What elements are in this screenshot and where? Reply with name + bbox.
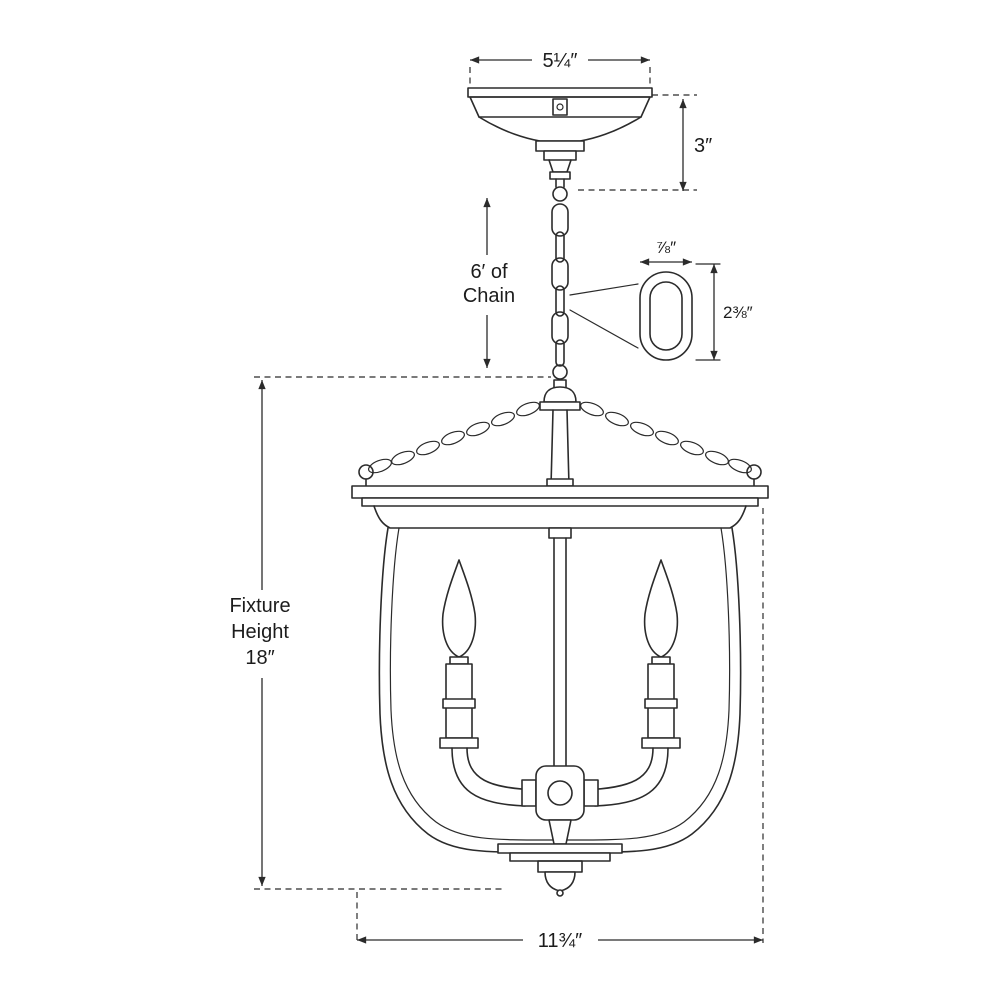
canopy-height-label: 3″	[694, 135, 712, 157]
chain-length-label-line2: Chain	[463, 285, 515, 307]
candle-left	[439, 559, 479, 749]
candle-right	[641, 559, 681, 749]
fixture-height-label-line1: Fixture	[229, 595, 290, 617]
fixture-width-label: 11¾″	[538, 930, 583, 952]
chain-length-label-line1: 6′ of	[470, 261, 508, 283]
bulb-flame-left	[441, 559, 477, 658]
arm-left	[451, 747, 526, 807]
canopy-hook	[552, 186, 568, 202]
chain-link-detail: ⅞″ 2⅜″	[569, 238, 753, 361]
canopy-drawing	[467, 87, 653, 202]
chain-length-dimension: 6′ of Chain	[463, 198, 515, 368]
canopy-keyhole	[552, 98, 568, 116]
fixture-height-dimension: Fixture Height 18″	[229, 376, 551, 890]
bottom-finial	[497, 843, 623, 897]
fixture-top-loop	[552, 364, 568, 380]
suspension-chain-right	[580, 401, 752, 474]
bobeche-left	[439, 737, 479, 749]
link-width-label: ⅞″	[656, 238, 676, 257]
center-hub	[521, 765, 599, 845]
fixture-height-label-line3: 18″	[245, 647, 274, 669]
canopy-width-dimension: 5¼″	[469, 50, 651, 87]
link-height-label: 2⅜″	[723, 303, 753, 322]
suspension-chain-left	[368, 401, 540, 474]
canopy-width-label: 5¼″	[543, 50, 578, 72]
fixture-height-label-line2: Height	[231, 621, 289, 643]
arm-right	[594, 747, 669, 807]
fixture-drawing	[351, 364, 769, 897]
canopy-height-dimension: 3″	[578, 94, 712, 191]
fixture-lid-plate	[351, 485, 769, 499]
bulb-flame-right	[643, 559, 679, 658]
bobeche-right	[641, 737, 681, 749]
chain-drawing	[551, 203, 569, 367]
fixture-width-dimension: 11¾″	[356, 508, 764, 952]
drawing-root: 5¼″ 3″	[229, 50, 769, 952]
